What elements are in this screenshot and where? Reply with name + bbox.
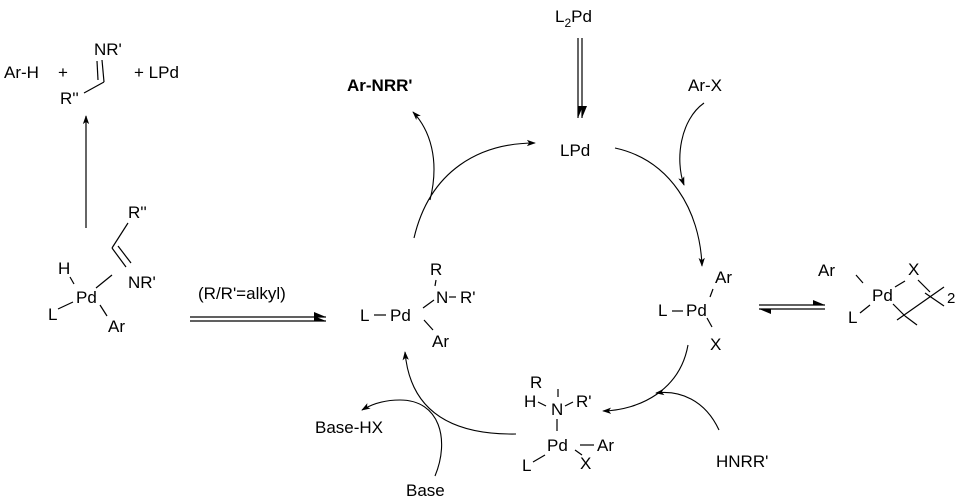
- pd-label: Pd: [872, 286, 893, 305]
- amido-complex: R N R' L Pd Ar: [360, 260, 476, 351]
- arene-label: Ar-H: [4, 63, 39, 82]
- ar-label: Ar: [818, 261, 835, 280]
- x-label: X: [908, 260, 919, 279]
- n-r-bond: [434, 279, 437, 287]
- r-label: R: [530, 373, 542, 392]
- dimer-count-label: 2: [947, 290, 955, 307]
- bridge-bond: [896, 286, 945, 321]
- bracket-tick: [924, 292, 945, 307]
- l-label: L: [48, 305, 57, 324]
- l-label: L: [360, 306, 369, 325]
- pd-ar-bond: [99, 304, 108, 317]
- beta-hydride-complex: R'' H NR' Pd L Ar: [48, 203, 156, 336]
- base-arrow: [361, 399, 443, 477]
- x-bridge-bond: [917, 279, 931, 293]
- base-label: Base: [406, 481, 445, 500]
- amine-complex: R H N R' Pd Ar L X: [522, 373, 614, 475]
- lpd-label: LPd: [560, 141, 590, 160]
- h-label: H: [524, 392, 536, 411]
- imine-r-label: R'': [60, 89, 79, 108]
- nr-label: NR': [128, 273, 156, 292]
- plus-sign: +: [58, 63, 68, 82]
- c-r-bond: [111, 222, 129, 249]
- oxidative-addition-arc: [614, 147, 705, 267]
- ar-label: Ar: [432, 332, 449, 351]
- halide-bridged-dimer: Ar Pd L X 2: [818, 260, 955, 327]
- base-hx-label: Base-HX: [315, 418, 383, 437]
- oxidative-addition-complex: Ar L Pd X: [658, 268, 732, 354]
- h-label: H: [58, 259, 70, 278]
- pd-l-bond: [57, 301, 74, 310]
- r-label: R: [430, 260, 442, 279]
- n-h-bond: [537, 401, 547, 407]
- n-label: N: [436, 288, 448, 307]
- pd-label: Pd: [547, 436, 568, 455]
- beta-hydride-products: Ar-H + NR' R'' + LPd: [4, 40, 179, 108]
- pd-label: Pd: [390, 306, 411, 325]
- pd-l-bond: [859, 304, 871, 314]
- n-rprime-bond: [564, 401, 574, 407]
- arx-label: Ar-X: [688, 76, 722, 95]
- c-n-double-bond: [117, 245, 132, 264]
- imine-n-label: NR': [94, 40, 122, 59]
- pd-h-bond: [69, 276, 75, 285]
- pd-x-bond: [706, 317, 713, 328]
- imine-double-bond: [96, 60, 99, 81]
- ar-label: Ar: [715, 268, 732, 287]
- pd-x-bond: [574, 449, 583, 456]
- lpd-product-label: + LPd: [134, 63, 179, 82]
- x-label: X: [580, 454, 591, 473]
- arx-entry-arrow: [678, 102, 705, 186]
- pd-bridge-bond: [892, 303, 906, 317]
- pd-ar-bond: [709, 288, 714, 298]
- x-label: X: [710, 335, 721, 354]
- l-label: L: [522, 456, 531, 475]
- c-n-bond: [111, 247, 127, 268]
- l-label: L: [848, 308, 857, 327]
- rprime-label: R': [576, 392, 592, 411]
- pd-n-bond: [422, 299, 435, 309]
- ar-label: Ar: [108, 317, 125, 336]
- product-release-arrow: [412, 111, 435, 201]
- n-label: N: [551, 400, 563, 419]
- condition-label: (R/R'=alkyl): [198, 284, 286, 303]
- pd-ar-bond: [855, 274, 864, 284]
- bracket-tick: [904, 315, 918, 326]
- ar-label: Ar: [597, 436, 614, 455]
- reductive-elimination-arc: [413, 139, 536, 239]
- l-label: L: [658, 301, 667, 320]
- pd-c-bond: [95, 274, 113, 289]
- amine-label: HNRR': [716, 452, 768, 471]
- amine-entry-arrow: [655, 388, 720, 431]
- deprotonation-arc: [402, 351, 517, 435]
- l2pd-label: L2Pd: [555, 7, 592, 30]
- rprime-label: R': [460, 288, 476, 307]
- c-r-bond: [83, 81, 105, 94]
- pd-label: Pd: [686, 301, 707, 320]
- r2-label: R'': [128, 203, 147, 222]
- pd-label: Pd: [76, 288, 97, 307]
- pd-ar-bond: [423, 319, 434, 331]
- pd-x-bond: [894, 280, 906, 288]
- imine-bond: [101, 59, 105, 83]
- product-label: Ar-NRR': [347, 76, 412, 95]
- pd-l-bond: [532, 454, 546, 463]
- amine-coordination-arc: [602, 344, 689, 414]
